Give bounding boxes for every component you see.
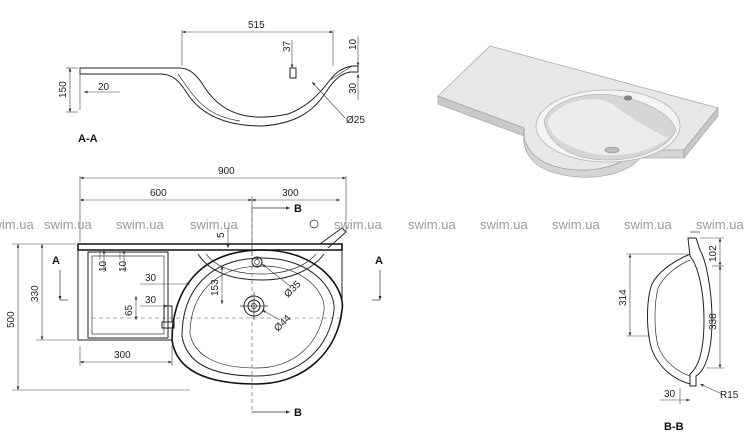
- watermark-10: swim.ua: [696, 217, 744, 232]
- dim-aa-drain-d: Ø25: [346, 115, 365, 126]
- dim-aa-width: 515: [248, 20, 265, 31]
- watermark-7: swim.ua: [480, 217, 528, 232]
- dim-plan-inner: 330: [30, 285, 41, 302]
- marker-a-right: A: [375, 255, 383, 267]
- dim-plan-drain-hole: Ø44: [272, 313, 293, 334]
- watermark-8: swim.ua: [552, 217, 600, 232]
- watermark-3: swim.ua: [116, 217, 164, 232]
- dim-aa-height: 150: [58, 81, 69, 98]
- section-bb-label: B-B: [664, 421, 684, 433]
- dim-aa-depth: 37: [282, 40, 293, 52]
- isometric-3d-view: [437, 45, 719, 178]
- dim-plan-30a: 30: [145, 273, 157, 284]
- watermark-1: swim.ua: [0, 217, 34, 232]
- watermark-5: swim.ua: [334, 217, 382, 232]
- dim-aa-ledge: 20: [98, 82, 110, 93]
- section-bb-view: 314 102 338 30 R15 B-B: [618, 231, 739, 433]
- dim-bb-314: 314: [618, 289, 629, 306]
- dim-plan-left: 600: [150, 188, 167, 199]
- dim-aa-rim: 10: [348, 38, 359, 50]
- watermark-4: swim.ua: [190, 217, 238, 232]
- dim-plan-153: 153: [210, 279, 221, 296]
- watermark-9: swim.ua: [624, 217, 672, 232]
- dim-plan-bowl-offset-b: 300: [114, 350, 131, 361]
- dim-plan-tap-hole: Ø35: [282, 279, 303, 300]
- dim-aa-drain-h: 30: [348, 82, 359, 94]
- marker-b-bottom: B: [294, 407, 302, 419]
- dim-bb-338: 338: [708, 313, 719, 330]
- dim-bb-30: 30: [664, 389, 676, 400]
- dim-bb-102: 102: [708, 245, 719, 262]
- marker-a-left: A: [52, 255, 60, 267]
- dim-plan-rim-a: 10: [98, 260, 109, 272]
- dim-plan-bowl-offset: 300: [282, 188, 299, 199]
- dim-plan-65: 65: [124, 304, 135, 316]
- dim-plan-30b: 30: [145, 295, 157, 306]
- watermark-2: swim.ua: [44, 217, 92, 232]
- marker-b-top: B: [294, 203, 302, 215]
- plan-view: 900 600 300 500 330 10 10 5 30 30 65: [6, 166, 383, 419]
- section-aa-label: A-A: [78, 133, 98, 145]
- dim-bb-radius: R15: [720, 390, 739, 401]
- dim-plan-depth: 500: [6, 311, 17, 328]
- watermark-6: swim.ua: [408, 217, 456, 232]
- dim-plan-tap-off: 5: [216, 232, 227, 238]
- section-aa-view: 515 37 10 30 150 20 Ø25 A-A: [58, 20, 365, 145]
- dim-plan-rim-b: 10: [118, 260, 129, 272]
- dim-plan-overall: 900: [218, 166, 235, 177]
- watermark-row: swim.ua swim.ua swim.ua swim.ua swim.ua …: [0, 217, 744, 232]
